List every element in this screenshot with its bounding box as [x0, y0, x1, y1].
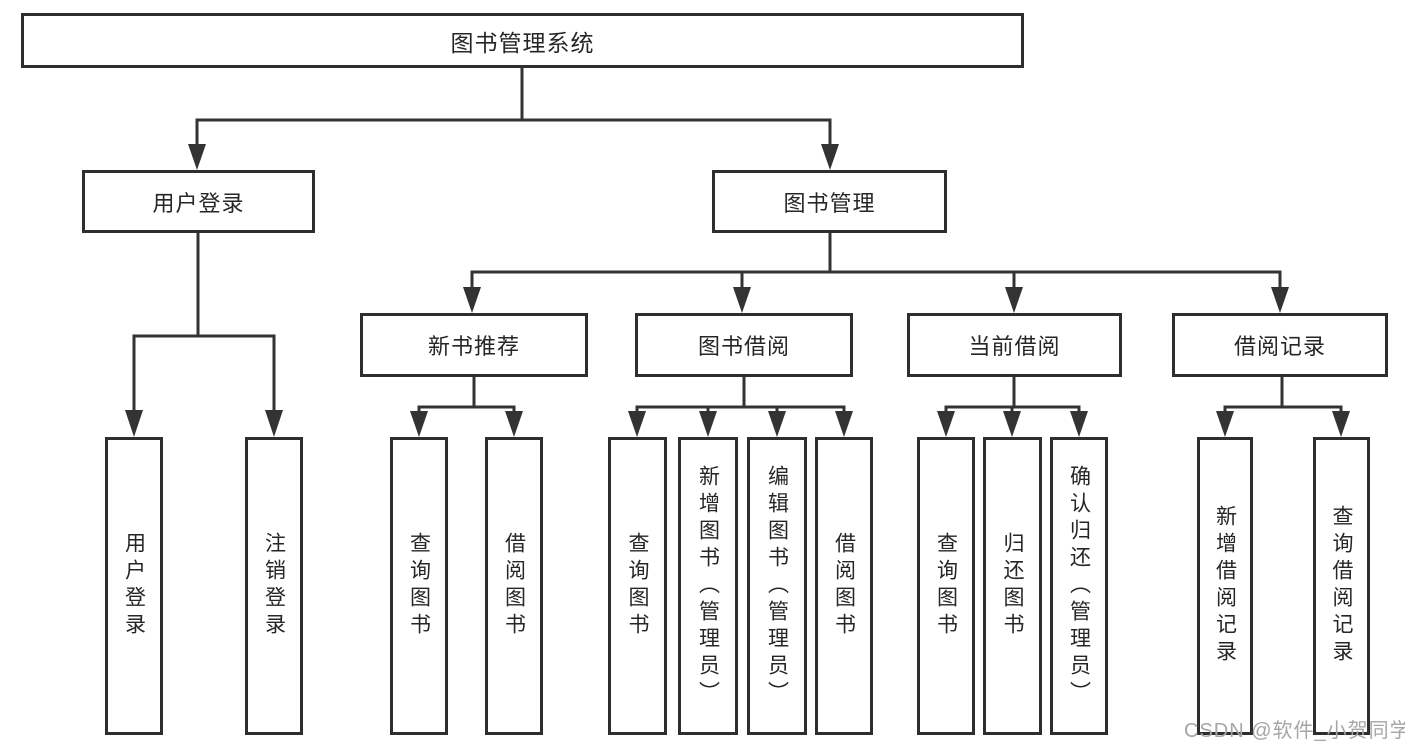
node-label: 新增图书（管理员）	[696, 464, 720, 708]
leaf-query-borrow-record: 查询借阅记录	[1313, 437, 1370, 735]
arrow-down-icon	[265, 410, 283, 437]
leaf-logout: 注销登录	[245, 437, 303, 735]
arrow-down-icon	[463, 287, 481, 313]
node-label: 查询图书	[407, 532, 431, 640]
arrow-down-icon	[821, 144, 839, 170]
node-system-root: 图书管理系统	[21, 13, 1024, 68]
node-label: 图书管理	[783, 190, 876, 216]
arrow-down-icon	[125, 410, 143, 437]
arrow-down-icon	[1332, 411, 1350, 437]
node-label: 图书借阅	[697, 334, 790, 359]
leaf-add-book-admin: 新增图书（管理员）	[678, 437, 738, 735]
leaf-query-book-current: 查询图书	[917, 437, 975, 735]
leaf-edit-book-admin: 编辑图书（管理员）	[747, 437, 807, 735]
node-label: 当前借阅	[968, 334, 1061, 359]
node-label: 查询图书	[626, 532, 649, 640]
leaf-borrow-book: 借阅图书	[815, 437, 873, 735]
arrow-down-icon	[835, 411, 853, 437]
arrow-down-icon	[733, 287, 751, 313]
node-label: 编辑图书（管理员）	[765, 464, 789, 708]
node-new-book-recommend: 新书推荐	[360, 313, 588, 377]
node-label: 用户登录	[122, 532, 146, 640]
arrow-down-icon	[1271, 287, 1289, 313]
arrow-down-icon	[410, 411, 428, 437]
node-current-borrow: 当前借阅	[907, 313, 1122, 377]
node-label: 借阅图书	[832, 532, 856, 640]
node-label: 归还图书	[1001, 532, 1024, 640]
arrow-down-icon	[188, 144, 206, 170]
node-label: 新增借阅记录	[1213, 505, 1237, 667]
leaf-return-book: 归还图书	[983, 437, 1042, 735]
leaf-query-book-recommend: 查询图书	[390, 437, 448, 735]
leaf-add-borrow-record: 新增借阅记录	[1197, 437, 1253, 735]
arrow-down-icon	[1005, 287, 1023, 313]
arrow-down-icon	[937, 411, 955, 437]
node-label: 查询图书	[934, 532, 958, 640]
arrow-down-icon	[768, 411, 786, 437]
node-book-management: 图书管理	[712, 170, 947, 233]
node-label: 确认归还（管理员）	[1067, 464, 1091, 708]
arrow-down-icon	[699, 411, 717, 437]
leaf-user-login: 用户登录	[105, 437, 163, 735]
arrow-down-icon	[628, 411, 646, 437]
arrow-down-icon	[1003, 411, 1021, 437]
node-label: 查询借阅记录	[1330, 505, 1353, 667]
node-label: 用户登录	[152, 190, 245, 216]
node-label: 借阅记录	[1233, 334, 1326, 359]
node-user-login: 用户登录	[82, 170, 315, 233]
csdn-watermark: CSDN @软件_小贺同学	[1184, 720, 1405, 742]
node-borrow-record: 借阅记录	[1172, 313, 1388, 377]
node-label: 图书管理系统	[450, 29, 595, 56]
arrow-down-icon	[505, 411, 523, 437]
node-book-borrow: 图书借阅	[635, 313, 853, 377]
node-label: 注销登录	[262, 532, 286, 640]
leaf-borrow-book-recommend: 借阅图书	[485, 437, 543, 735]
arrow-down-icon	[1216, 411, 1234, 437]
node-label: 借阅图书	[502, 532, 526, 640]
node-label: 新书推荐	[427, 334, 520, 359]
leaf-query-book-borrow: 查询图书	[608, 437, 667, 735]
arrow-down-icon	[1070, 411, 1088, 437]
leaf-confirm-return-admin: 确认归还（管理员）	[1050, 437, 1108, 735]
